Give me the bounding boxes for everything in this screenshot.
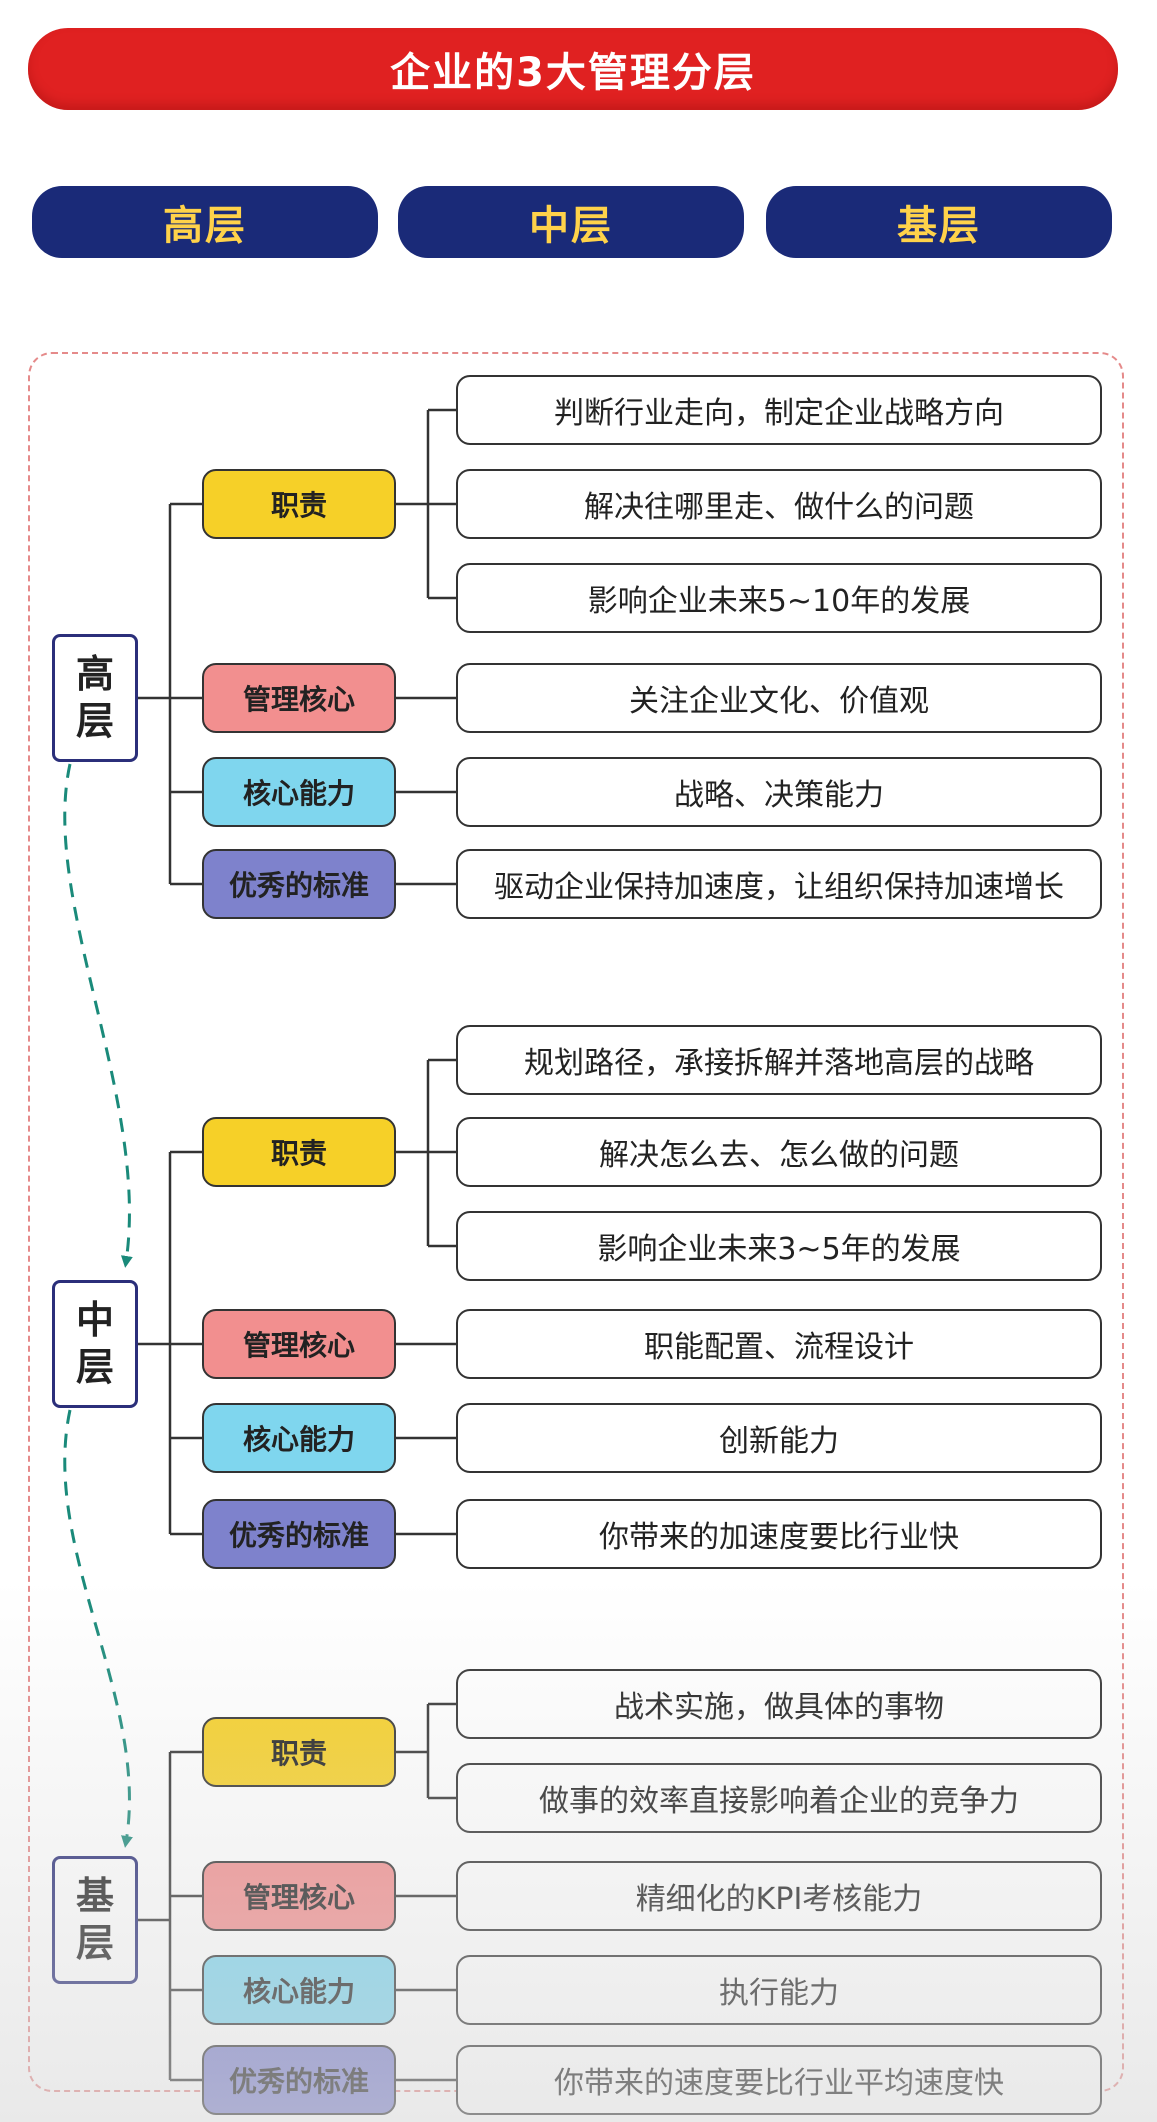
category-management-core: 管理核心	[202, 663, 396, 733]
arrow-senior-to-middle	[63, 763, 133, 1268]
item-box: 职能配置、流程设计	[456, 1309, 1102, 1379]
category-excellence-standard: 优秀的标准	[202, 849, 396, 919]
level-name-top: 高	[75, 651, 114, 696]
item-box: 你带来的速度要比行业平均速度快	[456, 2045, 1102, 2115]
category-excellence-standard: 优秀的标准	[202, 1499, 396, 1569]
item-box: 战略、决策能力	[456, 757, 1102, 827]
item-box: 做事的效率直接影响着企业的竞争力	[456, 1763, 1102, 1833]
item-box: 影响企业未来3~5年的发展	[456, 1211, 1102, 1281]
category-management-core: 管理核心	[202, 1309, 396, 1379]
item-box: 规划路径，承接拆解并落地高层的战略	[456, 1025, 1102, 1095]
arrow-middle-to-base	[63, 1409, 133, 1848]
level-box-senior: 高 层	[52, 634, 138, 762]
title-banner: 企业的3大管理分层	[28, 28, 1118, 110]
item-box: 执行能力	[456, 1955, 1102, 2025]
tier-pill-middle: 中层	[398, 186, 744, 258]
item-box: 你带来的加速度要比行业快	[456, 1499, 1102, 1569]
level-name-bottom: 层	[75, 1345, 114, 1389]
category-duty: 职责	[202, 1717, 396, 1787]
item-box: 战术实施，做具体的事物	[456, 1669, 1102, 1739]
category-core-ability: 核心能力	[202, 757, 396, 827]
category-duty: 职责	[202, 1117, 396, 1187]
item-box: 判断行业走向，制定企业战略方向	[456, 375, 1102, 445]
level-box-base: 基 层	[52, 1856, 138, 1984]
level-name-bottom: 层	[75, 1921, 114, 1965]
item-box: 创新能力	[456, 1403, 1102, 1473]
tier-pill-senior: 高层	[32, 186, 378, 258]
level-name-top: 中	[75, 1297, 114, 1342]
level-name-bottom: 层	[75, 699, 114, 743]
category-management-core: 管理核心	[202, 1861, 396, 1931]
category-excellence-standard: 优秀的标准	[202, 2045, 396, 2115]
level-box-middle: 中 层	[52, 1280, 138, 1408]
category-duty: 职责	[202, 469, 396, 539]
item-box: 解决往哪里走、做什么的问题	[456, 469, 1102, 539]
item-box: 关注企业文化、价值观	[456, 663, 1102, 733]
category-core-ability: 核心能力	[202, 1403, 396, 1473]
item-box: 驱动企业保持加速度，让组织保持加速增长	[456, 849, 1102, 919]
level-name-top: 基	[75, 1873, 114, 1918]
item-box: 精细化的KPI考核能力	[456, 1861, 1102, 1931]
tier-pill-base: 基层	[766, 186, 1112, 258]
item-box: 解决怎么去、怎么做的问题	[456, 1117, 1102, 1187]
item-box: 影响企业未来5~10年的发展	[456, 563, 1102, 633]
category-core-ability: 核心能力	[202, 1955, 396, 2025]
